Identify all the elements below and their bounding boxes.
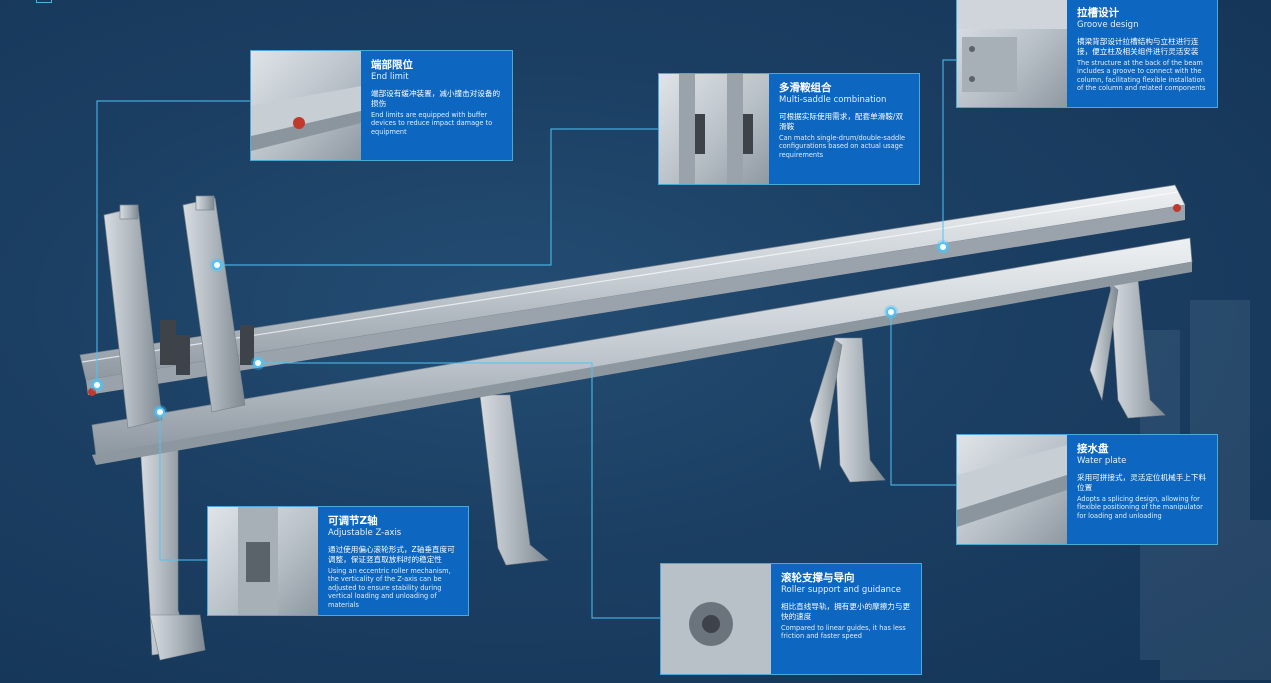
- callout-title-cn: 滚轮支撑与导向: [781, 572, 855, 584]
- callout-title-cn: 端部限位: [371, 59, 413, 71]
- callout-desc-en: The structure at the back of the beam in…: [1077, 59, 1206, 93]
- callout-desc-cn: 端部设有缓冲装置，减小撞击对设备的损伤: [371, 89, 501, 108]
- trough-underside: [92, 262, 1192, 465]
- callout-title-cn: 拉槽设计: [1077, 7, 1119, 19]
- callout-desc-en: Adopts a splicing design, allowing for f…: [1077, 495, 1203, 520]
- end-limit-buffer-right: [1173, 204, 1181, 212]
- callout-title-en: Water plate: [1077, 456, 1127, 466]
- callout-multi-saddle: 多滑鞍组合 Multi-saddle combination 可根据实际使用需求…: [658, 73, 920, 185]
- callout-desc-cn: 通过使用偏心滚轮形式，Z轴垂直度可调整，保证竖直取放料时的稳定性: [328, 545, 455, 564]
- callout-leader-lines: [96, 59, 956, 619]
- multi-saddle-detail-image: [679, 74, 753, 184]
- water-plate-detail-image: [957, 445, 1067, 527]
- corner-bracket-decoration: [36, 0, 52, 3]
- callout-title-en: Multi-saddle combination: [779, 95, 887, 105]
- callout-title-cn: 接水盘: [1077, 443, 1109, 455]
- z-axis-thumbnail: [208, 507, 318, 615]
- callout-desc-en: End limits are equipped with buffer devi…: [371, 111, 493, 136]
- groove-thumbnail: [957, 0, 1067, 107]
- callout-desc-en: Using an eccentric roller mechanism, the…: [328, 567, 451, 609]
- main-beam-side: [86, 205, 1185, 395]
- support-legs: [139, 279, 1166, 661]
- callout-title-en: Groove design: [1077, 20, 1139, 30]
- callout-title-en: Adjustable Z-axis: [328, 528, 402, 538]
- callout-desc-cn: 可根据实际使用需求，配套单滑鞍/双滑鞍: [779, 112, 904, 131]
- roller-thumbnail: [661, 564, 771, 674]
- z-axis-columns: [103, 195, 246, 429]
- callout-title-en: Roller support and guidance: [781, 585, 901, 595]
- water-plate-thumbnail: [957, 435, 1067, 544]
- callout-desc-cn: 横梁背部设计拉槽结构与立柱进行连接，便立柱及相关组件进行灵活安装: [1077, 37, 1199, 56]
- z-axis-detail-image: [238, 507, 278, 615]
- callout-title-en: End limit: [371, 72, 409, 82]
- end-limit-thumbnail: [251, 51, 361, 160]
- callout-desc-en: Compared to linear guides, it has less f…: [781, 624, 906, 641]
- callout-end-limit: 端部限位 End limit 端部设有缓冲装置，减小撞击对设备的损伤 End l…: [250, 50, 513, 161]
- callout-desc-en: Can match single-drum/double-saddle conf…: [779, 134, 906, 159]
- end-limit-buffer-left: [88, 388, 96, 396]
- callout-title-cn: 多滑鞍组合: [779, 82, 832, 94]
- saddle-motors: [160, 320, 254, 375]
- multi-saddle-thumbnail: [659, 74, 769, 184]
- callout-groove-design: 拉槽设计 Groove design 横梁背部设计拉槽结构与立柱进行连接，便立柱…: [956, 0, 1218, 108]
- callout-roller-support: 滚轮支撑与导向 Roller support and guidance 相比直线…: [660, 563, 922, 675]
- callout-water-plate: 接水盘 Water plate 采用可拼接式，灵活定位机械手上下料位置 Adop…: [956, 434, 1218, 545]
- hotspot-markers: [90, 240, 950, 419]
- callout-desc-cn: 采用可拼接式，灵活定位机械手上下料位置: [1077, 473, 1207, 492]
- groove-detail-image: [957, 0, 1067, 92]
- callout-adjustable-z-axis: 可调节Z轴 Adjustable Z-axis 通过使用偏心滚轮形式，Z轴垂直度…: [207, 506, 469, 616]
- roller-detail-image: [661, 564, 771, 674]
- callout-title-cn: 可调节Z轴: [328, 515, 378, 527]
- rail-highlight: [81, 191, 1179, 363]
- callout-desc-cn: 相比直线导轨，拥有更小的摩擦力与更快的速度: [781, 602, 911, 621]
- end-limit-detail-image: [251, 86, 361, 151]
